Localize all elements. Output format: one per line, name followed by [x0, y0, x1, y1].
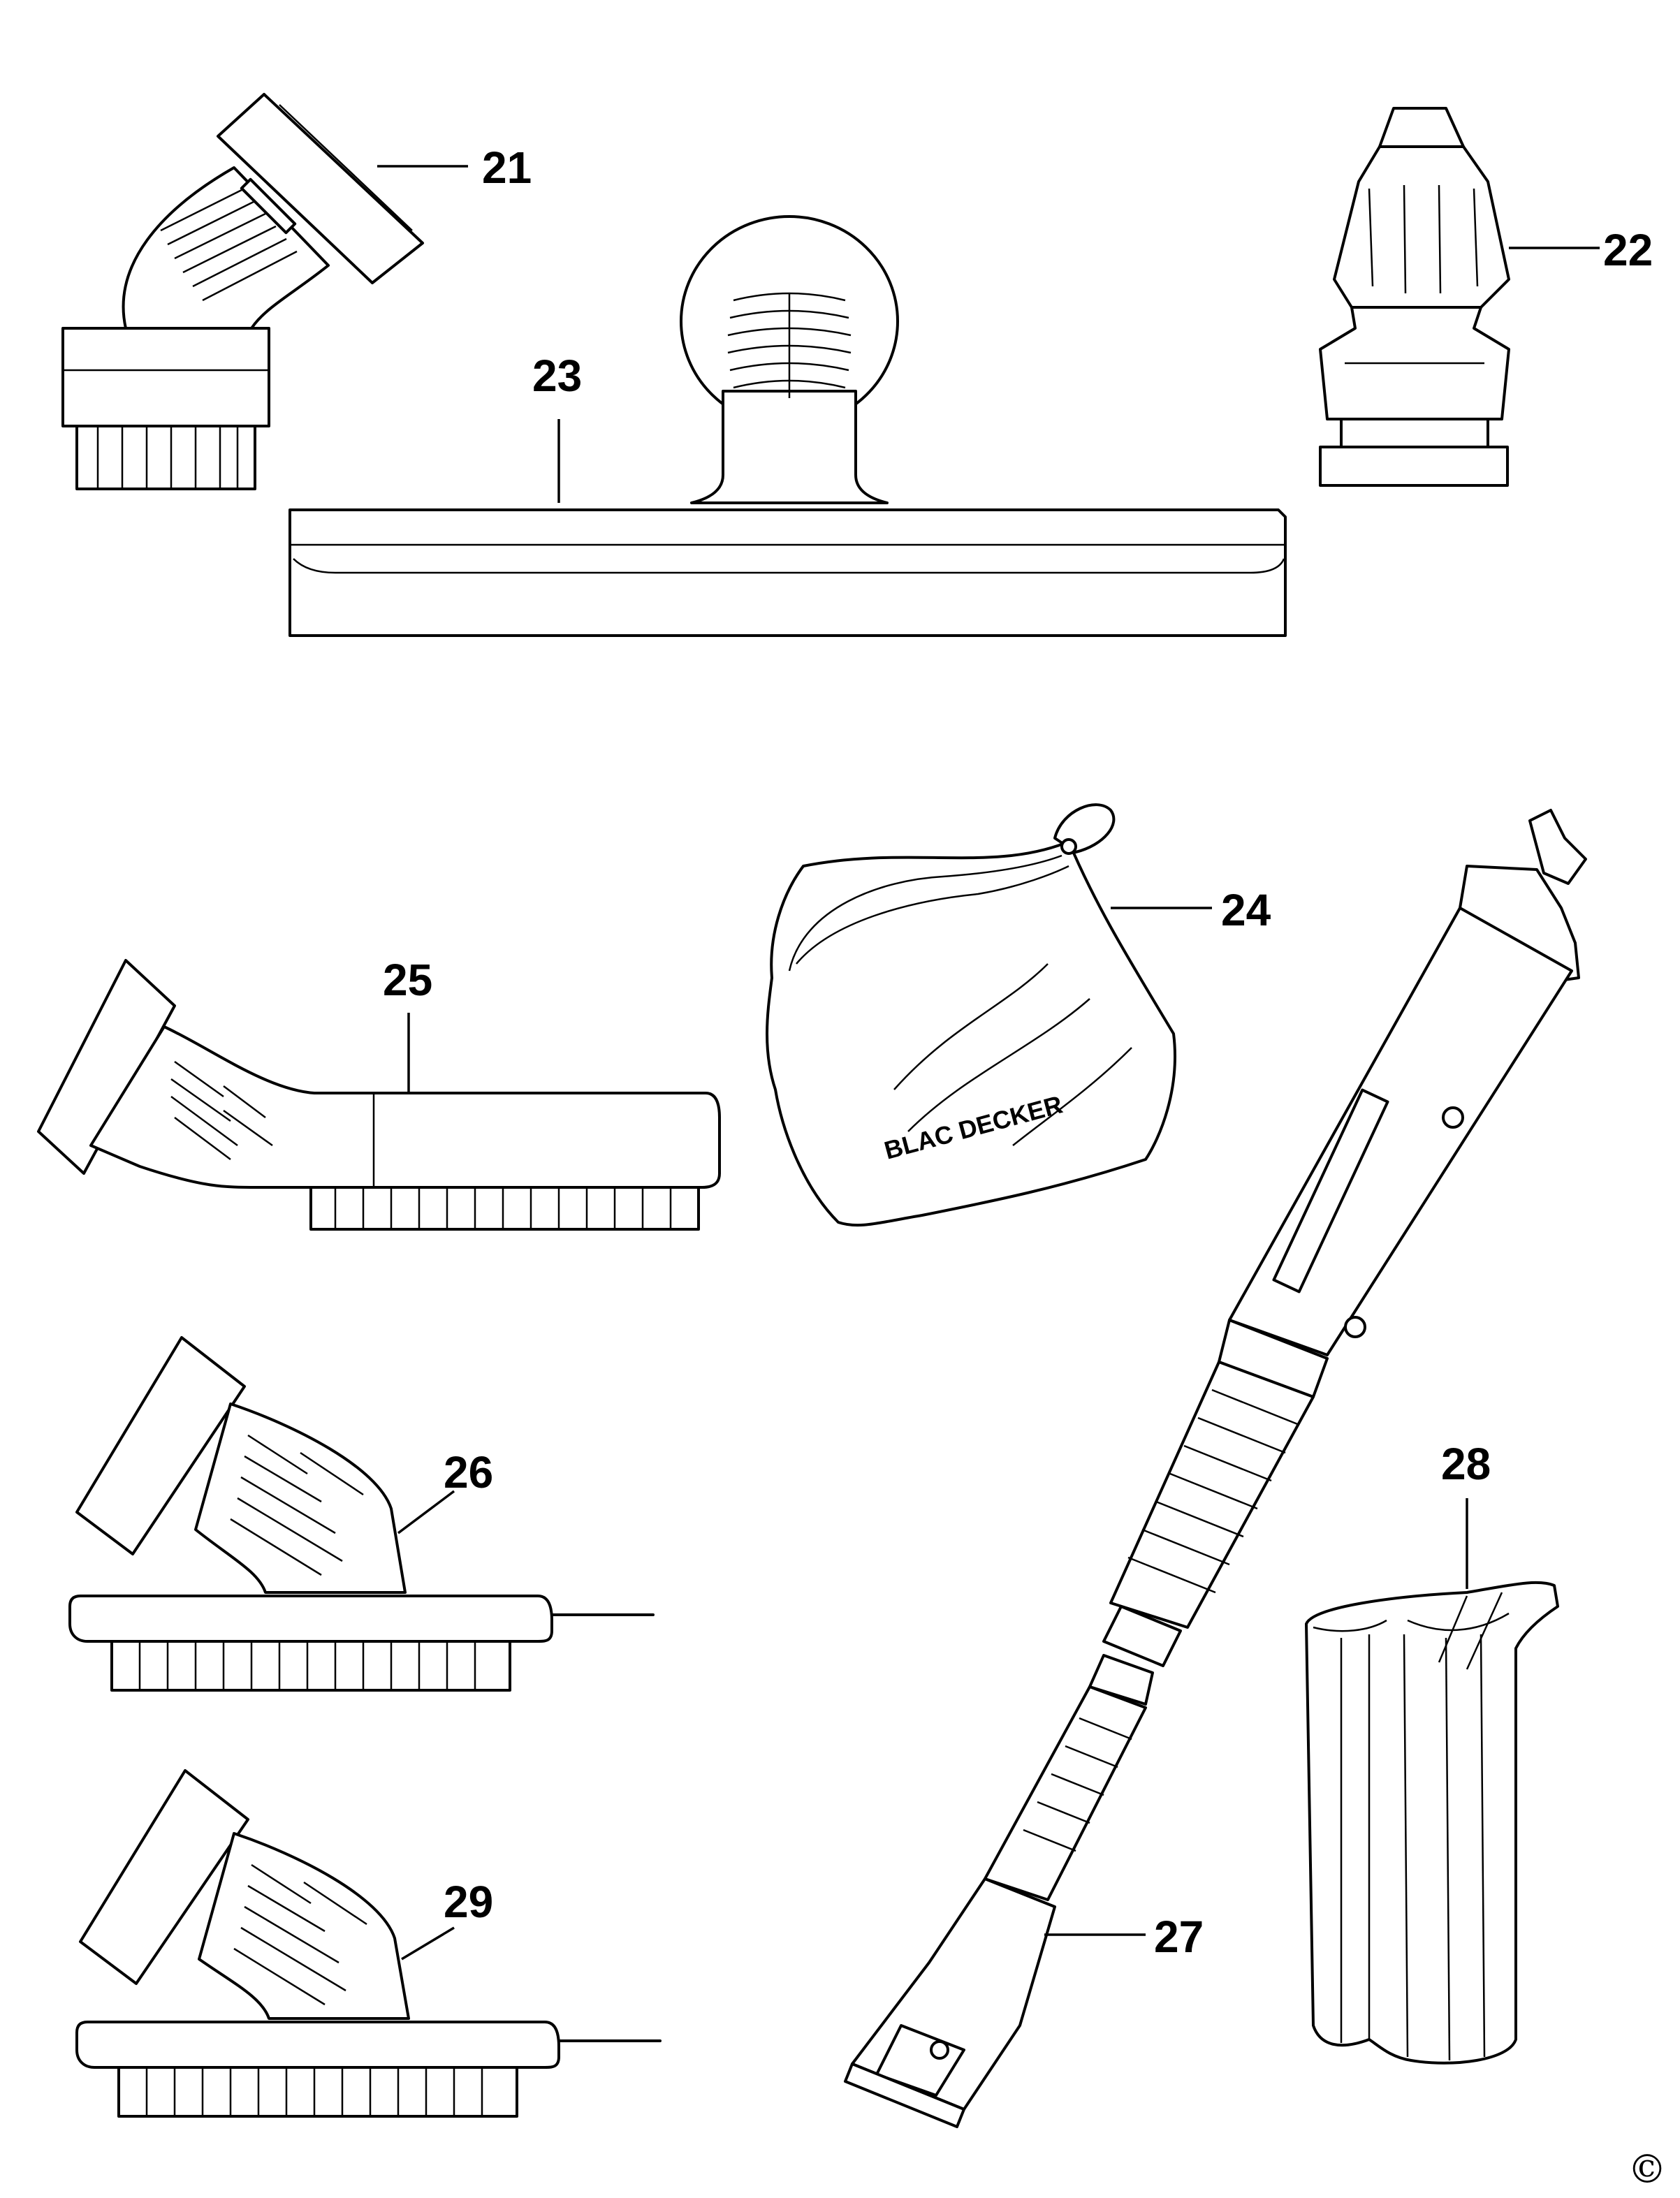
- callout-26: 26: [444, 1447, 493, 1497]
- leader-29: [401, 1926, 455, 1961]
- part-23-floor-tool: [288, 215, 1287, 637]
- callout-25: 25: [383, 955, 432, 1005]
- part-25-flat-brush: [37, 959, 721, 1231]
- part-26-large-brush: [68, 1336, 655, 1692]
- part-24-bag: BLAC DECKER: [766, 803, 1176, 1227]
- copyright-mark: ©: [1628, 2147, 1667, 2192]
- part-28-filter: [1305, 1581, 1559, 2065]
- callout-28: 28: [1441, 1439, 1491, 1489]
- leader-26: [397, 1490, 455, 1534]
- callout-29: 29: [444, 1877, 493, 1927]
- callout-27: 27: [1154, 1912, 1204, 1962]
- callout-24: 24: [1221, 885, 1271, 935]
- callout-23: 23: [532, 351, 582, 401]
- part-21-angled-brush: [61, 93, 424, 490]
- callout-21: 21: [482, 142, 532, 193]
- part-27-extension-tube: [844, 809, 1587, 2128]
- part-22-adaptor: [1319, 107, 1510, 487]
- part-29-large-brush: [75, 1769, 662, 2118]
- callout-22: 22: [1603, 225, 1653, 275]
